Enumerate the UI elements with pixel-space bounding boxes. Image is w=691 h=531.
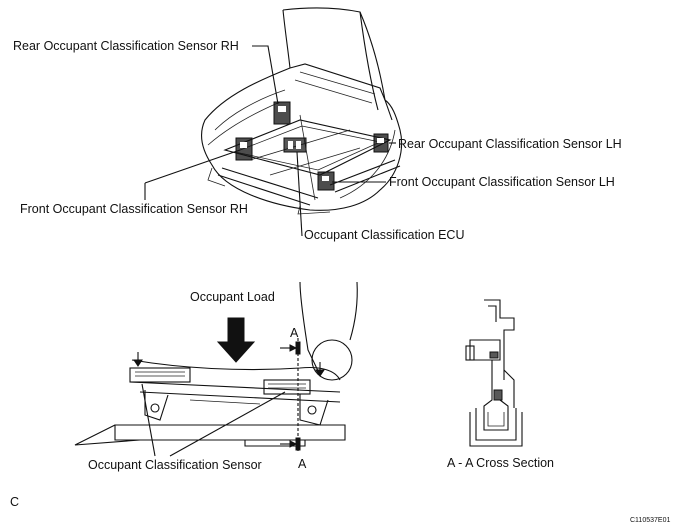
label-rear-sensor-lh: Rear Occupant Classification Sensor LH xyxy=(398,137,622,151)
label-front-sensor-lh: Front Occupant Classification Sensor LH xyxy=(389,175,615,189)
ecu-shape xyxy=(283,137,307,153)
label-cross-section: A - A Cross Section xyxy=(447,456,554,470)
leader-lines-bottom xyxy=(141,383,286,457)
rear-sensor-lh-shape xyxy=(373,133,389,153)
section-line-a-a xyxy=(280,338,301,452)
label-rear-sensor-rh: Rear Occupant Classification Sensor RH xyxy=(13,39,239,53)
front-sensor-rh-shape xyxy=(235,137,253,161)
occupant-load-arrow xyxy=(216,317,256,363)
leader-lines-top xyxy=(144,45,396,237)
cross-section-drawing xyxy=(465,299,523,447)
label-section-a-top: A xyxy=(290,326,299,340)
label-occupant-load: Occupant Load xyxy=(190,290,275,304)
side-view-drawing xyxy=(74,281,358,447)
label-section-a-bottom: A xyxy=(298,457,307,471)
label-ecu: Occupant Classification ECU xyxy=(304,228,465,242)
sensor-arrows xyxy=(133,352,325,377)
label-front-sensor-rh: Front Occupant Classification Sensor RH xyxy=(20,202,248,216)
figure-letter: C xyxy=(10,495,20,509)
label-occupant-classification-sensor: Occupant Classification Sensor xyxy=(88,458,262,472)
figure-code: C110537E01 xyxy=(630,517,671,524)
front-sensor-lh-shape xyxy=(317,171,335,191)
rear-sensor-rh-shape xyxy=(273,101,291,125)
